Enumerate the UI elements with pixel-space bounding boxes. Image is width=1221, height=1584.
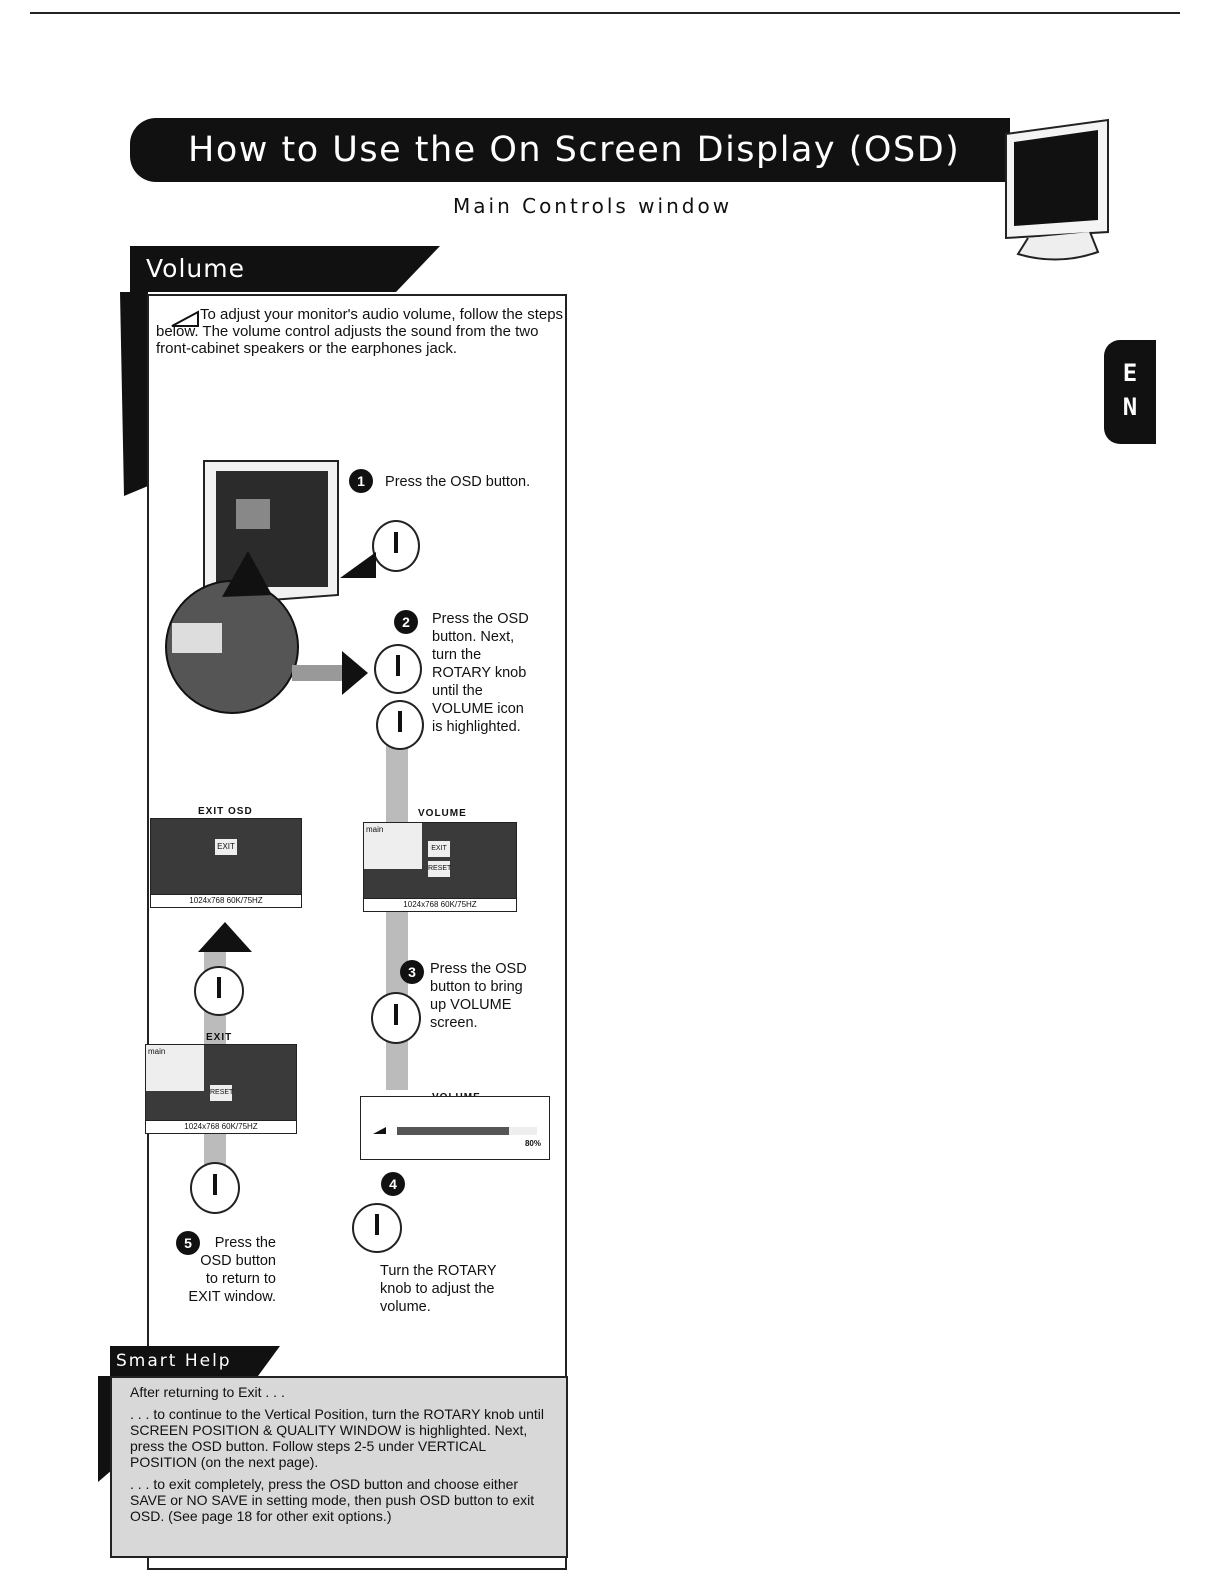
smart-help-header-shape [98, 1346, 280, 1482]
volume-track [397, 1127, 537, 1135]
step-number: 4 [381, 1172, 405, 1196]
page-title: How to Use the On Screen Display (OSD) [188, 130, 961, 170]
exit-screen: main RESET [145, 1044, 297, 1122]
monitor-icon [1005, 118, 1109, 261]
screen-item: EXIT [215, 839, 237, 855]
section-title: Volume [146, 254, 245, 283]
rotary-knob-icon [352, 1203, 402, 1253]
page-title-banner: How to Use the On Screen Display (OSD) [130, 118, 1010, 182]
language-tab: E N [1104, 340, 1156, 444]
step-text: Press the OSD button. [385, 474, 531, 490]
page-subtitle: Main Controls window [453, 194, 733, 218]
step-2: 2 Press the OSD button. Next, turn the R… [394, 610, 564, 735]
volume-main-screen: main EXIT RESET [363, 822, 517, 900]
volume-bar-screen: 80% [360, 1096, 550, 1160]
screen-label: EXIT OSD [198, 806, 253, 817]
section-header-shape [120, 246, 440, 496]
step-number: 5 [176, 1231, 200, 1255]
osd-button-knob-icon [371, 992, 421, 1044]
smart-help-title: Smart Help [116, 1351, 232, 1371]
volume-fill [397, 1127, 509, 1135]
volume-level: 80% [524, 1139, 541, 1148]
screen-item: RESET [428, 861, 451, 877]
step-number: 3 [400, 960, 424, 984]
smart-help-paragraph: . . . to continue to the Vertical Positi… [130, 1406, 545, 1470]
monitor-illustration [165, 460, 368, 714]
step-text: Press the OSD button to bring up VOLUME … [430, 961, 527, 1031]
smart-help-box: After returning to Exit . . . . . . to c… [110, 1376, 568, 1558]
smart-help-header: Smart Help [110, 1346, 272, 1376]
volume-triangle-icon [373, 1127, 386, 1134]
step-text: Press the OSD button. Next, turn the ROT… [432, 611, 529, 735]
rotary-knob-icon [376, 700, 424, 750]
pointer-arrow-icon [340, 552, 376, 578]
screen-label: EXIT [206, 1032, 233, 1043]
menu-name: main [364, 823, 422, 869]
section-header: Volume [130, 246, 436, 292]
screen-footer: 1024x768 60K/75HZ [363, 898, 517, 912]
volume-triangle-icon [171, 310, 199, 327]
step-number: 2 [394, 610, 418, 634]
language-letter-n: N [1122, 393, 1138, 421]
step-1: 1 Press the OSD button. [349, 469, 530, 493]
smart-help-lead: After returning to Exit . . . [130, 1384, 285, 1400]
screen-label: VOLUME [418, 808, 467, 819]
step-4-text: Turn the ROTARY knob to adjust the volum… [380, 1263, 497, 1315]
up-arrow-icon [198, 922, 252, 952]
exit-osd-screen: EXIT [150, 818, 302, 896]
step-3: 3 Press the OSD button to bring up VOLUM… [400, 960, 570, 1031]
screen-item: EXIT [428, 841, 450, 857]
menu-name: main [146, 1045, 204, 1091]
screen-footer: 1024x768 60K/75HZ [150, 894, 302, 908]
screen-footer: 1024x768 60K/75HZ [145, 1120, 297, 1134]
osd-button-knob-icon [372, 520, 420, 572]
smart-help-paragraph: . . . to exit completely, press the OSD … [130, 1476, 535, 1524]
screen-item: RESET [210, 1085, 233, 1101]
step-5-text: Press the OSD button to return to EXIT w… [188, 1235, 276, 1305]
step-number: 1 [349, 469, 373, 493]
osd-button-knob-icon [190, 1162, 240, 1214]
section-intro: To adjust your monitor's audio volume, f… [156, 306, 564, 357]
osd-button-knob-icon [194, 966, 244, 1016]
top-rule [30, 12, 1180, 14]
language-letter-e: E [1122, 359, 1138, 387]
osd-button-knob-icon [374, 644, 422, 694]
